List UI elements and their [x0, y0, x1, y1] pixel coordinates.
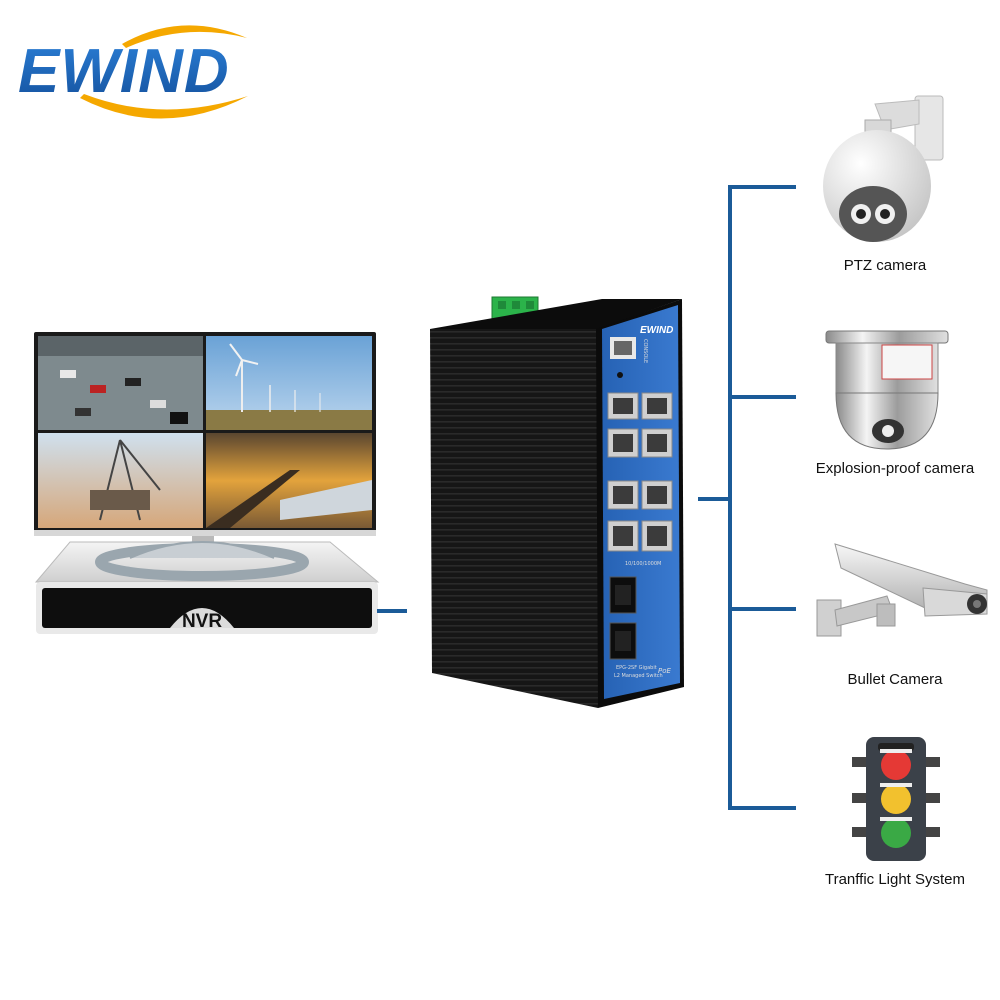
device-label-ptz: PTZ camera — [843, 257, 927, 274]
logo-swoosh-top — [122, 25, 247, 48]
rj45-ports — [607, 392, 673, 552]
rj45-port-pair-2 — [607, 428, 673, 458]
screen-wind-farm-view — [206, 336, 372, 430]
rj45-port-pair-3 — [607, 480, 673, 510]
red-lamp — [881, 750, 911, 780]
device-label-traffic-light: Tranffic Light System — [824, 871, 966, 888]
monitor-nvr-illustration: NVR — [34, 332, 380, 634]
sfp-ports — [609, 576, 637, 660]
screen-traffic-view — [38, 336, 203, 430]
device-label-bullet: Bullet Camera — [847, 671, 943, 688]
reset-button — [617, 372, 623, 378]
console-port — [610, 337, 636, 359]
device-label-explosion-proof: Explosion-proof camera — [815, 460, 975, 477]
brand-logo: EWIND — [18, 25, 248, 119]
switch-heatsink-body — [430, 329, 598, 708]
rj45-port-pair-4 — [607, 520, 673, 552]
ptz-camera-icon — [823, 95, 944, 242]
console-label: CONSOLE — [642, 339, 648, 363]
model-line-1: EPG-2SF Gigabit — [616, 665, 657, 671]
explosion-proof-camera-icon — [825, 330, 949, 450]
logo-swoosh-bottom — [80, 94, 248, 119]
poe-switch: EWIND CONSOLE 10/100/1000M EPG-2SF Gigab… — [430, 296, 684, 708]
poe-label: PoE — [658, 667, 672, 675]
bullet-camera-icon — [816, 543, 988, 637]
rj45-port-pair-1 — [607, 392, 673, 420]
screen-mining-view — [38, 433, 203, 528]
switch-brand-label: EWIND — [640, 325, 673, 336]
logo-text: EWIND — [18, 37, 230, 106]
green-lamp — [881, 818, 911, 848]
screen-train-view — [206, 433, 372, 528]
nvr-label: NVR — [182, 611, 222, 632]
model-line-2: L2 Managed Switch — [614, 673, 663, 679]
traffic-light-icon — [852, 737, 940, 861]
yellow-lamp — [881, 784, 911, 814]
speed-label: 10/100/1000M — [625, 561, 661, 567]
